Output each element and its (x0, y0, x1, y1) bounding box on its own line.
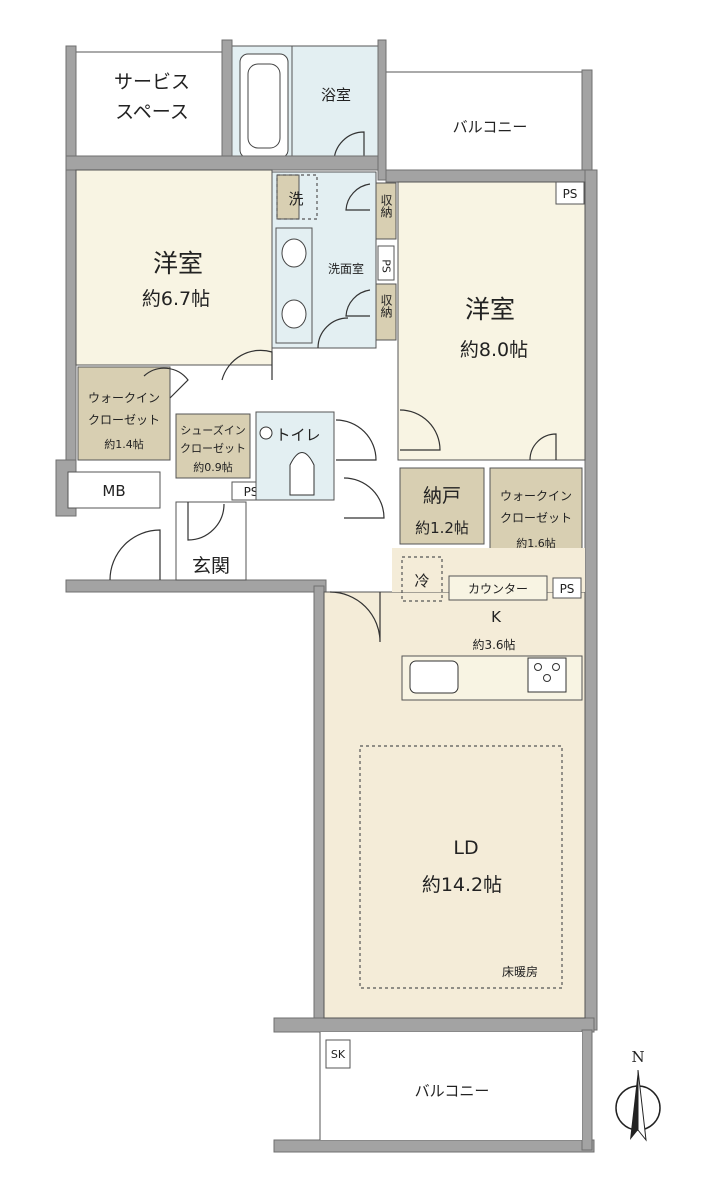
svg-text:K: K (491, 608, 502, 626)
western-room-2: 洋室 約8.0帖 PS (397, 181, 586, 461)
svg-text:約1.4帖: 約1.4帖 (104, 437, 144, 451)
pipe-space: PS (377, 245, 395, 281)
svg-text:スペース: スペース (115, 101, 189, 123)
svg-text:床暖房: 床暖房 (502, 964, 538, 979)
meter-box: MB (67, 471, 161, 509)
svg-text:収納: 収納 (379, 294, 393, 318)
storage-1: 収納 (375, 182, 397, 240)
svg-text:冷: 冷 (414, 572, 429, 590)
svg-text:約6.7帖: 約6.7帖 (142, 288, 210, 310)
svg-text:ウォークイン: ウォークイン (500, 489, 572, 503)
bathroom: 浴室 (231, 45, 379, 167)
living-dining-kitchen: 冷 カウンター PS K 約3.6帖 LD 約14.2帖 床暖房 (323, 548, 586, 1019)
svg-text:納戸: 納戸 (423, 485, 461, 507)
svg-text:約1.2帖: 約1.2帖 (415, 519, 469, 537)
svg-text:洗: 洗 (288, 190, 303, 208)
counter (448, 575, 548, 601)
north-arrow-icon: N (615, 1048, 661, 1142)
sink-icon (281, 299, 307, 329)
svg-text:SK: SK (331, 1048, 346, 1061)
svg-text:PS: PS (560, 582, 575, 596)
toilet: トイレ (255, 411, 377, 501)
svg-text:カウンター: カウンター (468, 582, 528, 596)
svg-text:約0.9帖: 約0.9帖 (193, 460, 233, 474)
svg-text:トイレ: トイレ (275, 426, 320, 444)
svg-text:LD: LD (453, 837, 478, 859)
svg-text:収納: 収納 (379, 194, 393, 218)
svg-text:ウォークイン: ウォークイン (88, 391, 160, 405)
svg-text:玄関: 玄関 (192, 555, 230, 577)
svg-text:PS: PS (563, 187, 578, 201)
svg-text:バルコニー: バルコニー (453, 118, 528, 136)
svg-text:PS: PS (380, 259, 393, 273)
svg-text:洗面室: 洗面室 (328, 261, 364, 276)
sink-icon (281, 238, 307, 268)
kitchen-sink-icon (409, 660, 459, 694)
svg-text:MB: MB (102, 482, 125, 500)
storage-2: 収納 (375, 283, 397, 341)
svg-text:クローゼット: クローゼット (500, 511, 572, 525)
storeroom: 納戸 約1.2帖 (399, 467, 485, 545)
svg-text:サービス: サービス (114, 71, 190, 93)
shoes-in-closet: シューズイン クローゼット 約0.9帖 (175, 413, 251, 479)
svg-text:約1.6帖: 約1.6帖 (516, 536, 556, 550)
balcony-bottom: SK バルコニー (319, 1032, 582, 1140)
svg-text:約8.0帖: 約8.0帖 (460, 339, 528, 361)
service-space: サービス スペース (75, 51, 223, 157)
svg-text:クローゼット: クローゼット (180, 442, 246, 455)
svg-text:約14.2帖: 約14.2帖 (422, 874, 502, 896)
svg-text:浴室: 浴室 (321, 86, 351, 104)
entrance: 玄関 (109, 477, 385, 581)
balcony-top: バルコニー (385, 71, 583, 171)
walk-in-closet-1: ウォークイン クローゼット 約1.4帖 (77, 366, 189, 461)
svg-text:PS: PS (244, 485, 259, 499)
svg-text:洋室: 洋室 (465, 295, 515, 324)
svg-text:洋室: 洋室 (153, 249, 203, 278)
svg-text:バルコニー: バルコニー (415, 1082, 490, 1100)
bathtub-icon (239, 53, 289, 159)
svg-text:クローゼット: クローゼット (88, 413, 160, 427)
svg-text:N: N (631, 1048, 644, 1066)
svg-text:シューズイン: シューズイン (180, 423, 245, 437)
toilet-icon (289, 452, 315, 496)
western-room-1: 洋室 約6.7帖 (75, 169, 273, 381)
washroom: 洗 洗面室 (271, 171, 377, 349)
svg-text:約3.6帖: 約3.6帖 (472, 637, 515, 652)
